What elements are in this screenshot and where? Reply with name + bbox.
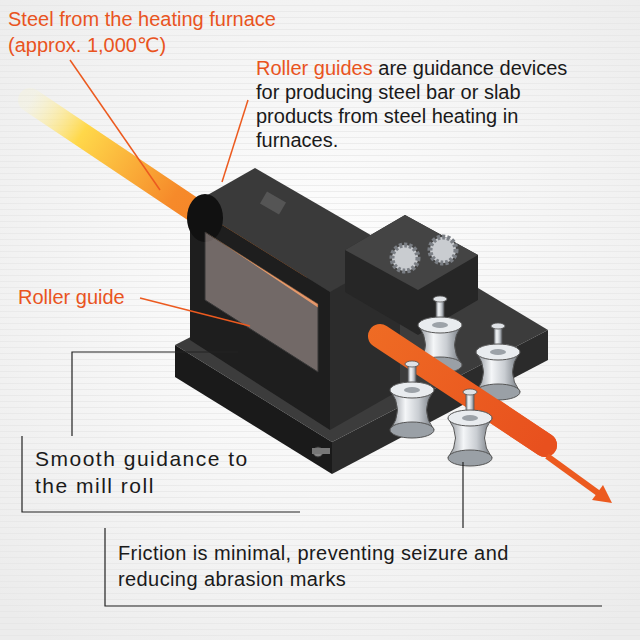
gear <box>392 245 418 271</box>
bracket <box>22 436 300 512</box>
leader-line <box>222 100 248 182</box>
roller <box>390 361 434 438</box>
direction-arrowhead <box>592 485 612 503</box>
bracket <box>105 528 602 606</box>
description-note: Roller guidesare guidance devices for pr… <box>256 56 578 152</box>
cutaway-window <box>205 232 318 372</box>
roller-frame-top <box>345 215 478 290</box>
part-label: Roller guide <box>18 286 125 308</box>
roller <box>476 323 520 400</box>
body-front <box>190 205 330 430</box>
leader-line <box>72 352 238 436</box>
part-name: Roller guide <box>18 284 178 310</box>
term-label: Roller guides <box>256 57 373 79</box>
gear <box>430 237 456 263</box>
note-text: Smooth guidance to the mill roll <box>35 447 249 497</box>
roller <box>448 389 492 466</box>
bolt <box>312 448 330 454</box>
leader-line <box>70 60 160 190</box>
callout-note: Steel from the heating furnace (approx. … <box>8 6 308 58</box>
leader-line <box>462 462 463 528</box>
callout-label: Steel from the heating furnace (approx. … <box>8 8 276 56</box>
roller-frame <box>345 215 478 335</box>
leader-line <box>140 298 250 326</box>
direction-arrow <box>547 456 598 493</box>
feature-note: Smooth guidance to the mill roll <box>35 445 250 500</box>
clamp <box>260 191 286 214</box>
feature-note: Friction is minimal, preventing seizure … <box>118 540 558 592</box>
note-text: Friction is minimal, preventing seizure … <box>118 542 509 590</box>
